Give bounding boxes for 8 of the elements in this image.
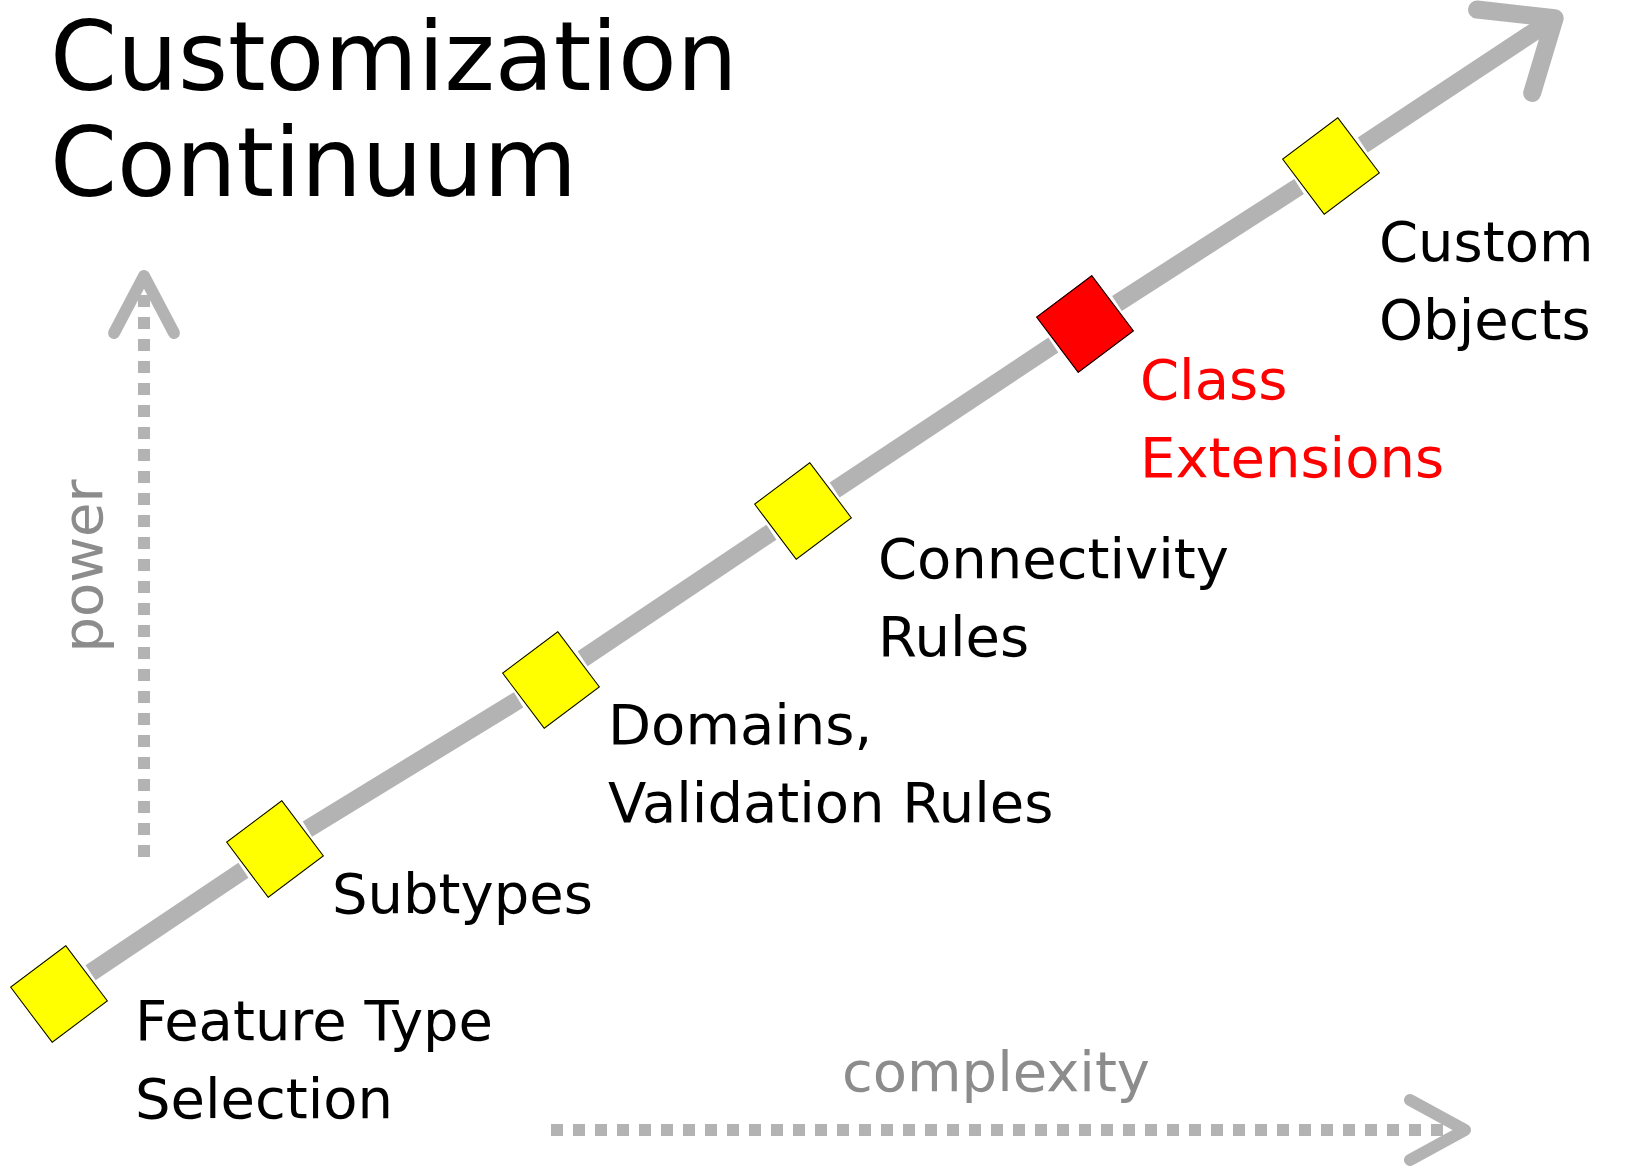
axis-label: complexity <box>842 1040 1150 1104</box>
milestone-label: Feature Type Selection <box>135 987 495 1133</box>
milestone-label: Domains, Validation Rules <box>608 691 1055 837</box>
title: Customization Continuum <box>50 4 739 216</box>
milestone-label: Subtypes <box>332 860 594 928</box>
milestone-label: Connectivity Rules <box>878 525 1230 671</box>
axis-label: power <box>51 479 115 653</box>
arrow <box>1357 0 1564 153</box>
